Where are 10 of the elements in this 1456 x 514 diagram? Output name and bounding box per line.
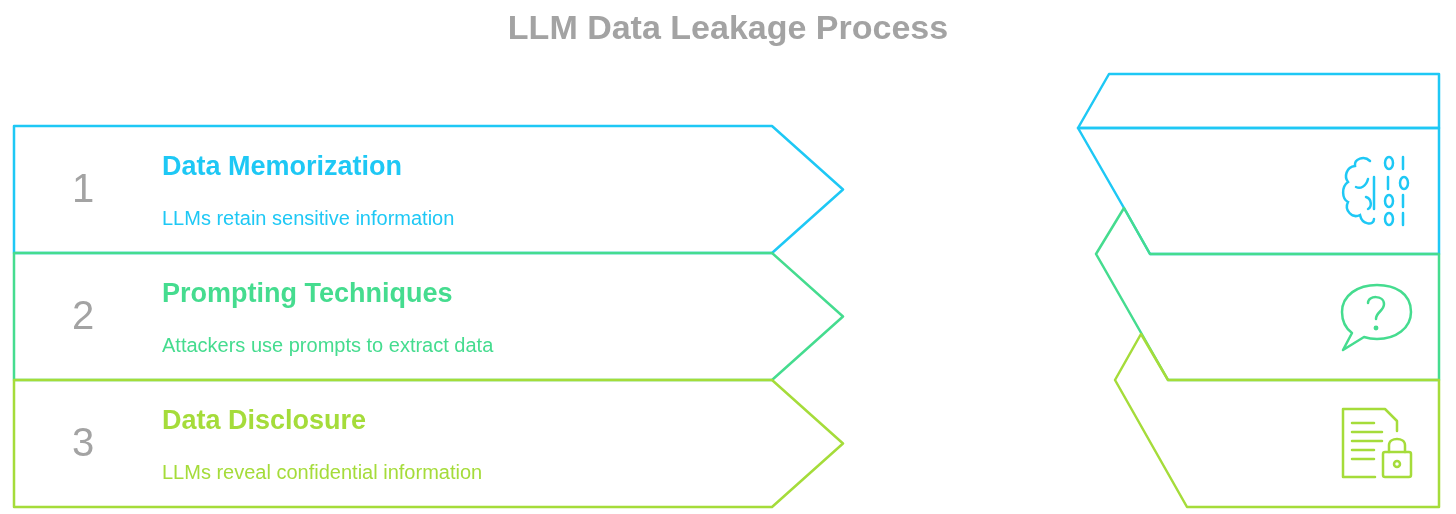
step-number: 2 xyxy=(72,295,95,335)
step-number: 3 xyxy=(72,422,95,462)
step-heading: Data Disclosure xyxy=(162,404,367,437)
step-description: LLMs reveal confidential information xyxy=(162,460,483,485)
step-heading: Prompting Techniques xyxy=(162,277,453,310)
title: LLM Data Leakage Process xyxy=(506,7,950,48)
step-description: Attackers use prompts to extract data xyxy=(162,333,494,358)
step-description: LLMs retain sensitive information xyxy=(162,206,455,231)
step-heading: Data Memorization xyxy=(162,150,403,183)
step-number: 1 xyxy=(72,168,95,208)
